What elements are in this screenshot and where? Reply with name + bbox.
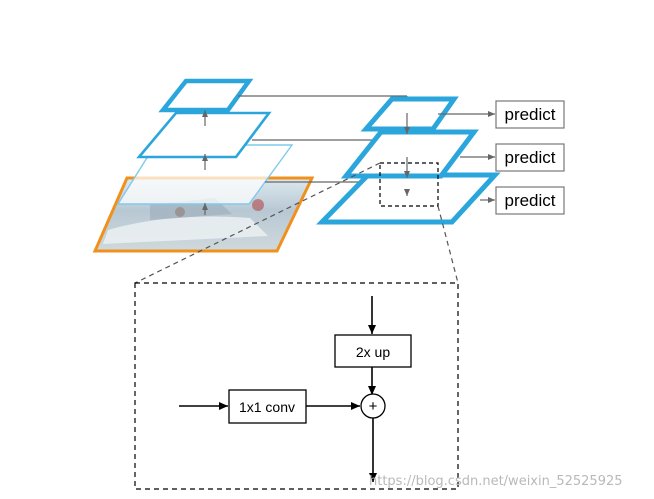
bottom-up-pyramid <box>92 78 315 253</box>
zoom-projection-line <box>134 162 381 284</box>
predict-outputs: predict predict predict <box>438 100 565 215</box>
predict-label: predict <box>504 105 555 124</box>
detail-frame <box>134 282 459 490</box>
predict-label: predict <box>504 148 555 167</box>
predict-label: predict <box>504 191 555 210</box>
top-down-level-1 <box>360 96 459 132</box>
predict-box <box>495 100 565 129</box>
top-down-pyramid <box>316 96 501 225</box>
merge-detail-panel: 2x up 1x1 conv + <box>134 282 459 490</box>
predict-box <box>495 143 565 172</box>
pyramid-level-2 <box>136 111 272 159</box>
add-symbol: + <box>369 398 378 415</box>
conv-label: 1x1 conv <box>239 399 295 415</box>
upsample-label: 2x up <box>356 344 390 360</box>
zoom-region <box>379 162 439 207</box>
watermark: https://blog.csdn.net/weixin_52525925 <box>369 474 623 489</box>
top-down-level-2 <box>340 129 479 179</box>
conv-box <box>228 389 307 424</box>
pyramid-level-3 <box>158 78 254 113</box>
upsample-box <box>334 334 412 368</box>
top-down-level-3 <box>316 172 501 225</box>
predict-box <box>495 186 565 215</box>
zoom-projection-line <box>437 205 459 284</box>
